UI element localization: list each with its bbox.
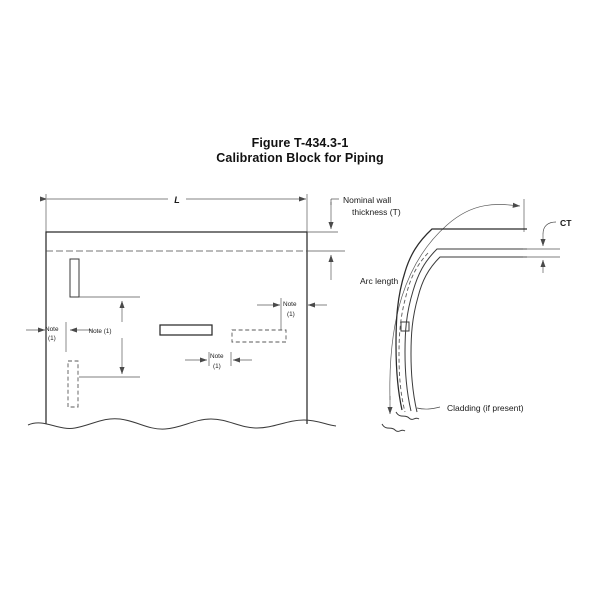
nominal-wall-label-line2: thickness (T) xyxy=(352,207,401,217)
pipe-cladding-layer xyxy=(410,256,527,413)
note-left-edge-label-line1: Note xyxy=(45,326,59,333)
figure-caption: Calibration Block for Piping xyxy=(216,151,384,165)
note-mid-bottom-label-line1: Note xyxy=(210,353,224,360)
note-right-edge-label-line1: Note xyxy=(283,301,297,308)
cladding-interface-dashed xyxy=(398,252,429,413)
note-right-edge-label-line2: (1) xyxy=(287,311,295,318)
vertical-surface-notch xyxy=(69,258,80,298)
wavy-break-line-left xyxy=(27,418,337,430)
wavy-break-line-pipe-outer xyxy=(381,423,406,432)
note-left-edge-label-line2: (1) xyxy=(48,335,56,342)
ct-label: CT xyxy=(560,218,572,228)
note-mid-bottom-label-line2: (1) xyxy=(213,363,221,370)
figure-title-block: Figure T-434.3-1 Calibration Block for P… xyxy=(0,136,600,166)
hidden-notch-lower-left xyxy=(67,360,79,408)
note-depth-label: Note (1) xyxy=(88,328,111,335)
cladding-leader-line xyxy=(416,406,441,410)
arc-length-dimension xyxy=(389,199,525,401)
cladding-label: Cladding (if present) xyxy=(447,403,524,413)
note-left-edge-group: Note (1) xyxy=(26,322,92,352)
pipe-outer-wall xyxy=(395,228,527,411)
nominal-wall-thickness-dimension xyxy=(307,198,345,280)
note-depth-group: Note (1) xyxy=(79,296,140,378)
horizontal-mid-wall-notch xyxy=(159,324,213,336)
arc-length-label: Arc length xyxy=(360,276,399,286)
length-dimension-label: L xyxy=(174,195,180,205)
note-mid-bottom-group: Note (1) xyxy=(185,352,252,370)
pipe-inner-notch xyxy=(400,321,410,332)
left-view-plate-block: Note (1) Note (1) Note (1) xyxy=(26,194,345,430)
overall-length-dimension xyxy=(39,194,308,236)
block-outline xyxy=(45,231,308,424)
wavy-break-line-pipe-inner xyxy=(395,411,420,420)
ct-thickness-dimension xyxy=(523,221,560,273)
figure-number: Figure T-434.3-1 xyxy=(251,136,349,150)
pipe-inner-wall xyxy=(404,248,527,412)
hidden-notch-right xyxy=(231,329,287,343)
note-right-edge-group: Note (1) xyxy=(257,298,327,330)
right-view-curved-pipe xyxy=(381,199,560,432)
nominal-wall-label-line1: Nominal wall xyxy=(343,195,391,205)
